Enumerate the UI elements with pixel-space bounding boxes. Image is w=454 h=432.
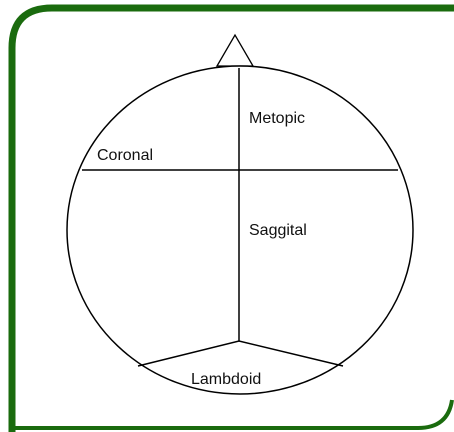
skull-outline — [67, 66, 413, 394]
front-marker-triangle — [217, 35, 253, 66]
saggital-label: Saggital — [249, 222, 307, 239]
coronal-label: Coronal — [97, 147, 153, 164]
lambdoid-label: Lambdoid — [191, 371, 261, 388]
metopic-label: Metopic — [249, 110, 305, 127]
diagram-frame-bottom — [12, 400, 452, 428]
